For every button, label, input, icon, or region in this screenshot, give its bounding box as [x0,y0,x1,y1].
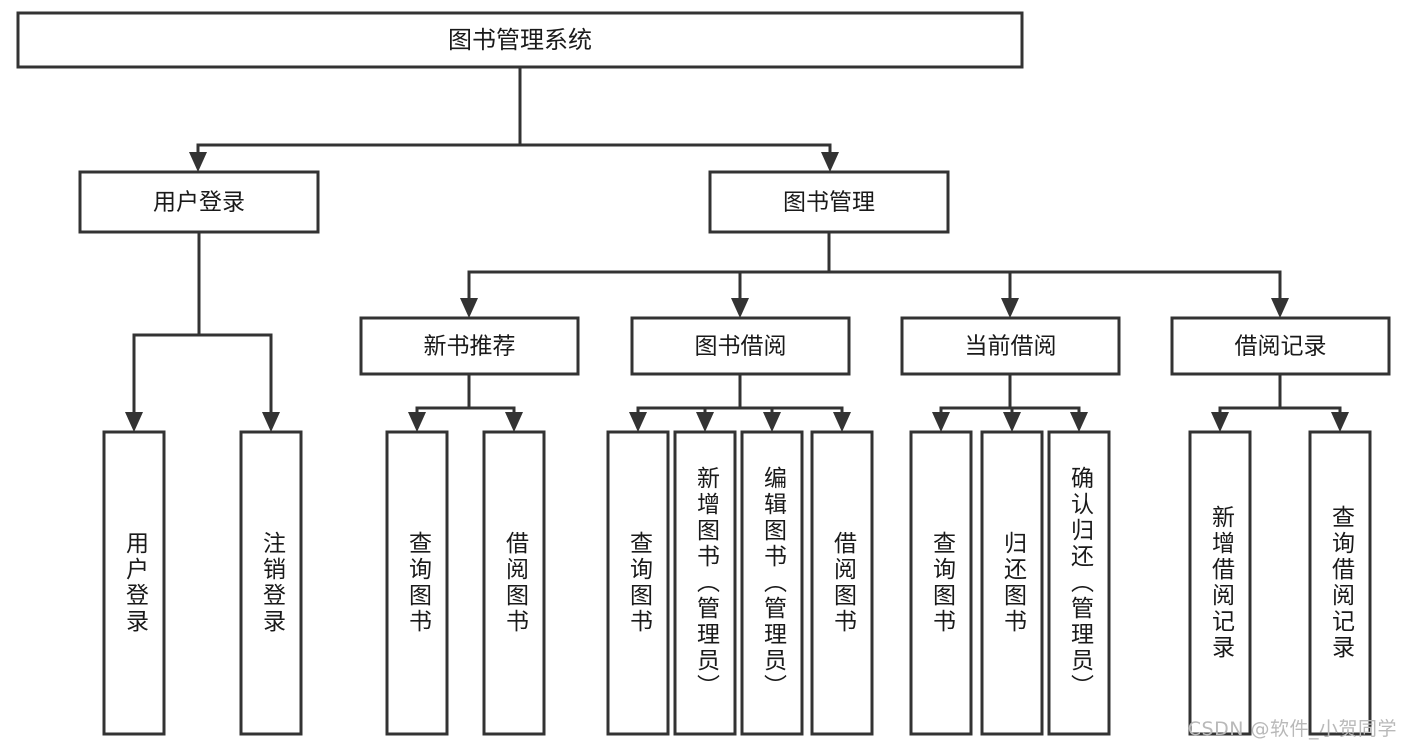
group-1-leaf-drop-1-head [696,412,714,432]
node-leaf-3[interactable] [482,430,546,736]
boxes-layer [16,11,1391,736]
node-leaf-0[interactable] [102,430,166,736]
node-level3-1-label: 图书借阅 [695,334,787,360]
node-leaf-4[interactable] [606,430,670,736]
node-leaf-5[interactable] [673,430,737,736]
node-level3-2[interactable] [900,316,1121,376]
node-leaf-9[interactable] [980,430,1044,736]
watermark-text: CSDN @软件_小贺同学 [1187,718,1397,740]
node-level3-2-label: 当前借阅 [965,334,1057,360]
connectors-layer [125,65,1349,432]
node-level3-3-label: 借阅记录 [1235,334,1327,360]
group-1-leaf-drop-2-head [763,412,781,432]
node-level2-0[interactable] [78,170,320,234]
node-leaf-8[interactable] [909,430,973,736]
node-level2-1-label: 图书管理 [783,190,875,216]
node-level3-0[interactable] [359,316,580,376]
node-leaf-10[interactable] [1047,430,1111,736]
node-root-label: 图书管理系统 [448,26,592,54]
manage-drop-0-head [460,298,478,318]
group-0-leaf-drop-1-head [505,412,523,432]
group-2-leaf-drop-2-head [1070,412,1088,432]
group-3-leaf-drop-1-head [1331,412,1349,432]
group-1-leaf-drop-0-head [629,412,647,432]
node-level3-1[interactable] [630,316,851,376]
node-leaf-1[interactable] [239,430,303,736]
node-root[interactable] [16,11,1024,69]
node-leaf-11[interactable] [1188,430,1252,736]
node-leaf-7[interactable] [810,430,874,736]
root-drop-1-head [821,152,839,172]
node-leaf-2[interactable] [385,430,449,736]
node-level3-0-label: 新书推荐 [424,334,516,360]
group-3-leaf-drop-0-head [1211,412,1229,432]
group-1-leaf-drop-3-head [833,412,851,432]
group-2-leaf-drop-1-head [1003,412,1021,432]
node-leaf-12[interactable] [1308,430,1372,736]
manage-drop-2-head [1001,298,1019,318]
node-leaf-6[interactable] [740,430,804,736]
node-level2-0-label: 用户登录 [153,190,245,216]
node-level3-3[interactable] [1170,316,1391,376]
group-0-leaf-drop-0-head [408,412,426,432]
login-leaf-drop-1-head [262,412,280,432]
group-2-leaf-drop-0-head [932,412,950,432]
root-drop-0-head [189,152,207,172]
manage-drop-1-head [731,298,749,318]
node-level2-1[interactable] [708,170,950,234]
manage-drop-3-head [1271,298,1289,318]
login-leaf-drop-0-head [125,412,143,432]
